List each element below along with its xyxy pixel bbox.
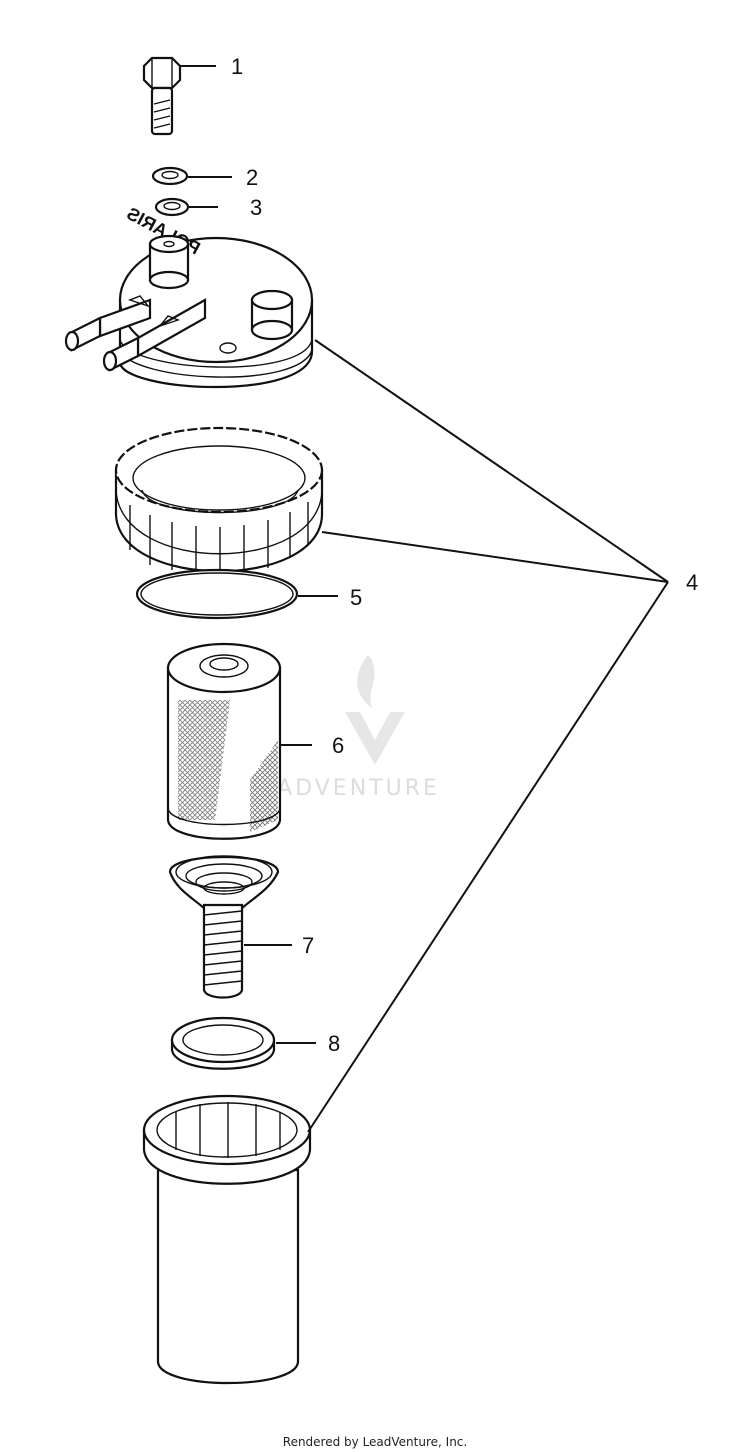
part-7-spring (168, 855, 280, 999)
callout-1: 1 (231, 54, 243, 79)
part-3-washer (154, 197, 190, 217)
part-6-filter-element (166, 642, 282, 840)
part-2-washer (151, 166, 189, 186)
filter-collar-ring (114, 426, 324, 575)
part-8-gasket (170, 1016, 276, 1070)
callout-4: 4 (686, 570, 698, 595)
callout-labels: 1 2 3 4 5 6 7 8 (231, 54, 698, 1056)
render-credit-footer: Rendered by LeadVenture, Inc. (283, 1435, 467, 1449)
callout-6: 6 (332, 733, 344, 758)
part-5-o-ring (135, 568, 299, 620)
part-1-bolt (142, 56, 182, 136)
callout-5: 5 (350, 585, 362, 610)
filter-head: POLARIS (64, 203, 314, 388)
callout-8: 8 (328, 1031, 340, 1056)
callout-3: 3 (250, 195, 262, 220)
leader-lines (180, 65, 669, 1133)
callout-2: 2 (246, 165, 258, 190)
filter-bowl (142, 1094, 312, 1385)
callout-7: 7 (302, 933, 314, 958)
